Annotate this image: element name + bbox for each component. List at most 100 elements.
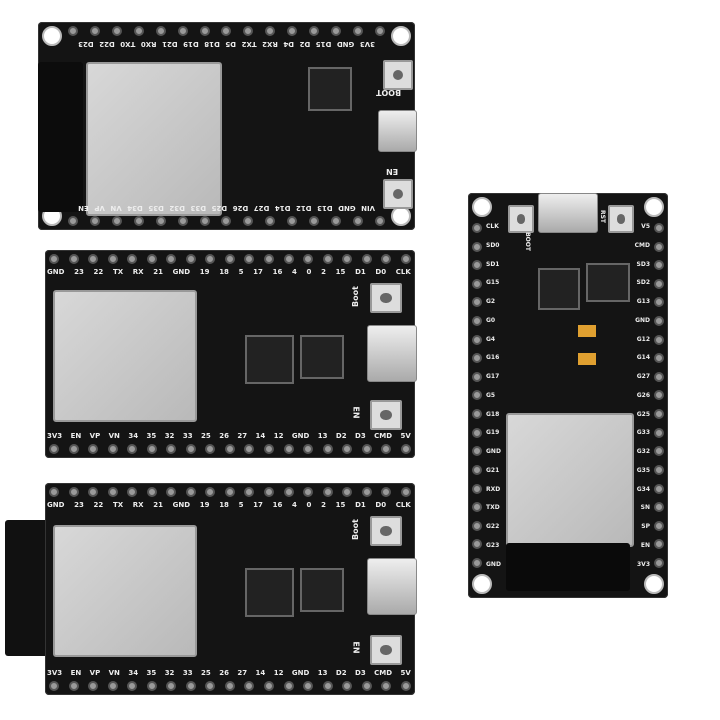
pin-label: 15	[335, 501, 346, 509]
boot-button[interactable]	[508, 205, 534, 233]
usb-uart-chip	[300, 568, 344, 612]
pin-label: G35	[636, 466, 650, 474]
boot-button[interactable]	[370, 283, 402, 313]
header-pin	[654, 539, 664, 550]
en-button[interactable]	[383, 179, 413, 209]
header-pin	[654, 427, 664, 438]
header-pin	[283, 487, 294, 497]
header-pin	[68, 444, 79, 454]
pin-label: D1	[355, 501, 366, 509]
micro-usb-port[interactable]	[538, 193, 598, 233]
header-pin	[381, 681, 392, 691]
header-pin	[654, 483, 664, 494]
header-pin	[381, 487, 392, 497]
header-pin	[361, 444, 372, 454]
header-pin	[49, 487, 59, 497]
pin-label: D22	[99, 40, 115, 48]
pin-label: 12	[273, 432, 284, 440]
pin-label: TX	[112, 268, 124, 276]
header-pin	[374, 216, 385, 226]
pin-label: RXD	[486, 485, 501, 493]
pin-label: 19	[199, 501, 210, 509]
header-pin	[166, 254, 177, 264]
micro-usb-port[interactable]	[367, 325, 417, 382]
pin-label: G25	[636, 410, 650, 418]
header-pin	[107, 487, 118, 497]
header-pin	[472, 297, 482, 308]
header-pin	[303, 254, 314, 264]
pin-label: 26	[219, 669, 229, 677]
header-pin	[331, 26, 342, 36]
boot-label: Boot	[350, 519, 360, 540]
en-button[interactable]	[370, 635, 402, 665]
micro-usb-port[interactable]	[367, 558, 417, 615]
antenna-area	[506, 543, 630, 591]
header-pin	[472, 241, 482, 252]
pin-label: 27	[237, 432, 248, 440]
header-pin	[127, 444, 138, 454]
pin-header-top	[49, 254, 411, 264]
header-pin	[146, 487, 157, 497]
header-pin	[89, 26, 100, 36]
header-pin	[472, 557, 482, 568]
pin-label: CLK	[486, 223, 499, 230]
header-pin	[68, 681, 79, 691]
header-pin	[342, 444, 353, 454]
header-pin	[654, 371, 664, 382]
pin-label: GND	[47, 501, 65, 509]
mount-hole	[644, 574, 664, 594]
header-pin	[654, 464, 664, 475]
pin-label: SD2	[636, 279, 650, 287]
pin-label: 2	[321, 501, 326, 509]
pin-label: 23	[74, 268, 84, 276]
pin-label: D14	[274, 204, 291, 212]
rst-button[interactable]	[608, 205, 634, 233]
header-pin	[185, 444, 196, 454]
en-button[interactable]	[370, 400, 402, 430]
header-pin	[205, 681, 216, 691]
pin-label: 0	[306, 501, 312, 509]
boot-button[interactable]	[383, 60, 413, 90]
pin-header-bottom	[49, 681, 411, 691]
pin-label: TXD	[486, 504, 500, 512]
pin-label: 35	[146, 669, 157, 677]
pin-label: GND	[635, 316, 650, 324]
header-pin	[89, 216, 100, 226]
header-pin	[654, 297, 664, 308]
pin-label: G34	[636, 485, 650, 493]
pin-label: D33	[190, 204, 207, 212]
header-pin	[199, 26, 210, 36]
pin-label: 22	[93, 501, 104, 509]
pin-label: D2	[335, 669, 347, 677]
micro-usb-port[interactable]	[378, 110, 417, 152]
pin-label: G15	[486, 279, 500, 287]
header-pin	[283, 254, 294, 264]
pin-label: D15	[315, 40, 332, 48]
pin-label: 5	[238, 268, 244, 276]
header-pin	[342, 681, 353, 691]
header-pin	[111, 26, 122, 36]
pin-header-right	[654, 223, 664, 568]
header-pin	[88, 681, 99, 691]
header-pin	[221, 216, 232, 226]
tantalum-capacitor	[578, 325, 596, 337]
pin-label: 14	[255, 669, 266, 677]
mount-hole	[644, 197, 664, 217]
pin-label: D32	[169, 204, 185, 212]
header-pin	[654, 390, 664, 401]
pin-label: VP	[89, 669, 101, 677]
boot-button[interactable]	[370, 516, 402, 546]
pin-label: 13	[317, 432, 328, 440]
header-pin	[287, 216, 298, 226]
header-pin	[472, 464, 482, 475]
esp32-module	[506, 413, 634, 547]
pin-label: D2	[335, 432, 347, 440]
pin-label: 25	[201, 669, 211, 677]
pin-label: 14	[255, 432, 266, 440]
pin-label: GND	[291, 669, 310, 677]
header-pin	[166, 681, 177, 691]
pin-label: G22	[486, 523, 500, 531]
mount-hole	[472, 197, 492, 217]
pin-label: TX2	[241, 40, 257, 48]
